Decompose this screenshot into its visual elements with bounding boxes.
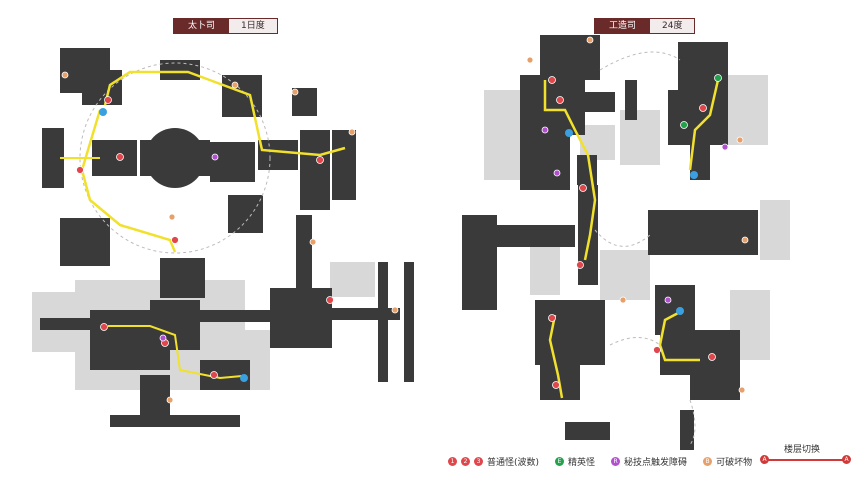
left-map-floor-dark bbox=[40, 48, 414, 427]
right-route-2 bbox=[688, 79, 720, 171]
floor-switch-bar bbox=[766, 459, 846, 461]
legend-special-label: 秘技点触发障碍 bbox=[624, 458, 688, 468]
elite-markers bbox=[680, 74, 722, 129]
legend-destructible-icon: B bbox=[703, 457, 713, 466]
left-route-2 bbox=[80, 109, 177, 253]
left-route bbox=[103, 70, 346, 157]
floor-switch-a-icon: A bbox=[760, 455, 769, 464]
legend-enemy-2-icon: 2 bbox=[461, 457, 470, 466]
destructible-markers bbox=[61, 36, 749, 404]
map-name-right: 工造司 bbox=[595, 19, 651, 33]
map-title-left: 太卜司 1日度 bbox=[173, 18, 278, 34]
legend: 1 2 3 普通怪(波数) E 精英怪 R 秘技点触发障碍 B 可破坏物 bbox=[448, 455, 752, 468]
legend-elite-label: 精英怪 bbox=[568, 458, 596, 468]
legend-elite-icon: E bbox=[555, 457, 565, 466]
start-markers bbox=[99, 108, 698, 382]
floor-switch-b-icon: A bbox=[842, 455, 851, 464]
right-map-links bbox=[594, 51, 696, 446]
right-route-1 bbox=[543, 80, 597, 261]
floor-switch-label: 楼层切换 bbox=[784, 445, 821, 455]
special-markers bbox=[159, 126, 729, 342]
right-route-3 bbox=[658, 310, 700, 362]
map-title-right: 工造司 24度 bbox=[594, 18, 696, 34]
legend-normal-label: 普通怪(波数) bbox=[487, 458, 540, 468]
legend-special-icon: R bbox=[611, 457, 621, 466]
left-route-3 bbox=[108, 325, 243, 380]
legend-enemy-3-icon: 3 bbox=[474, 457, 483, 466]
enemy-markers bbox=[76, 76, 716, 389]
legend-enemy-1-icon: 1 bbox=[448, 457, 457, 466]
map-count-left: 1日度 bbox=[229, 19, 277, 33]
map-count-right: 24度 bbox=[650, 19, 695, 33]
right-map-floor-dark bbox=[462, 35, 758, 450]
map-name-left: 太卜司 bbox=[174, 19, 230, 33]
floor-switch-legend: 楼层切换 A A bbox=[760, 445, 852, 467]
legend-destructible-label: 可破坏物 bbox=[716, 458, 753, 468]
left-map-ring bbox=[79, 62, 271, 254]
right-route-4 bbox=[548, 314, 564, 399]
